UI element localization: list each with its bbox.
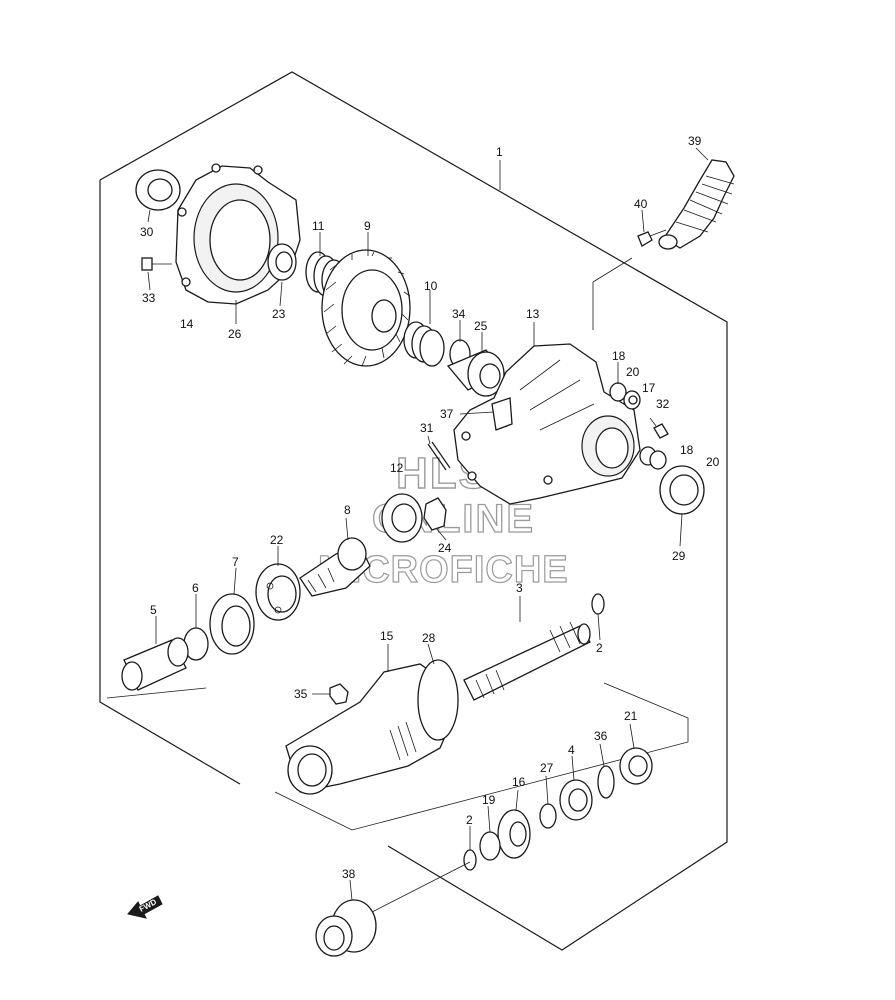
washer-part-27[interactable] [539, 803, 557, 829]
callout-13: 13 [526, 307, 540, 321]
callout-4: 4 [568, 743, 575, 757]
forward-arrow-icon: FWD [127, 895, 163, 919]
circlip-part-36[interactable] [597, 765, 615, 799]
callout-8: 8 [344, 503, 351, 517]
bolt-part-33[interactable] [141, 257, 172, 271]
bearing-part-25[interactable] [446, 349, 506, 397]
callout-39: 39 [688, 134, 702, 148]
leader-lines [147, 147, 709, 901]
callout-6: 6 [192, 581, 199, 595]
callout-23: 23 [272, 307, 286, 321]
callout-24: 24 [438, 541, 452, 555]
callout-10: 10 [424, 279, 438, 293]
screw-part-40[interactable] [637, 229, 667, 247]
callout-31: 31 [420, 421, 434, 435]
oil-seal-part-29[interactable] [659, 465, 705, 515]
callout-32: 32 [656, 397, 670, 411]
callout-30: 30 [140, 225, 154, 239]
callout-29: 29 [672, 549, 686, 563]
seal-part-17[interactable] [623, 390, 641, 410]
bearing-part-4[interactable] [559, 779, 593, 821]
sleeve-part-5[interactable] [121, 637, 189, 691]
boot-part-39[interactable] [658, 159, 735, 250]
callout-16: 16 [512, 775, 526, 789]
callout-35: 35 [294, 687, 308, 701]
ring-gear-part-9[interactable] [321, 249, 411, 367]
callout-1: 1 [496, 145, 503, 159]
callout-27: 27 [540, 761, 554, 775]
callout-25: 25 [474, 319, 488, 333]
callout-20-lower: 20 [706, 455, 720, 469]
stud-part-31[interactable] [427, 441, 451, 471]
washer-part-12[interactable] [381, 493, 423, 543]
oil-seal-part-30[interactable] [135, 169, 181, 211]
callout-18-lower: 18 [680, 443, 694, 457]
oil-seal-part-21[interactable] [619, 747, 653, 785]
gasket-part-28[interactable] [417, 659, 459, 741]
callout-33: 33 [142, 291, 156, 305]
bearing-part-7[interactable] [209, 593, 255, 655]
boot-part-38[interactable] [315, 861, 471, 957]
callout-15: 15 [380, 629, 394, 643]
bearing-part-22[interactable] [255, 563, 301, 621]
assembly-boundary [99, 71, 728, 951]
callout-28: 28 [422, 631, 436, 645]
callout-36: 36 [594, 729, 608, 743]
pinion-gear-part-8[interactable] [299, 537, 371, 597]
callout-9: 9 [364, 219, 371, 233]
callout-12: 12 [390, 461, 404, 475]
callout-3: 3 [516, 581, 523, 595]
callout-38: 38 [342, 867, 356, 881]
bracket-part-37[interactable] [491, 397, 513, 431]
bolt-part-32[interactable] [653, 423, 669, 439]
coupling-part-16[interactable] [497, 809, 531, 859]
callout-37: 37 [440, 407, 454, 421]
callout-18-upper: 18 [612, 349, 626, 363]
callout-5: 5 [150, 603, 157, 617]
callout-labels: 1 39 40 30 11 9 33 14 26 23 10 34 25 13 … [140, 134, 720, 881]
callout-26: 26 [228, 327, 242, 341]
nut-part-24[interactable] [423, 497, 447, 531]
nut-part-35[interactable] [329, 683, 349, 705]
callout-19: 19 [482, 793, 496, 807]
callout-7: 7 [232, 555, 239, 569]
callout-34: 34 [452, 307, 466, 321]
washer-part-19[interactable] [479, 831, 501, 861]
callout-20-upper: 20 [626, 365, 640, 379]
gear-case-part-13[interactable] [453, 343, 641, 505]
callout-14: 14 [180, 317, 194, 331]
callout-2-lower: 2 [466, 813, 473, 827]
housing-cover-part-26[interactable] [175, 163, 301, 305]
callout-11: 11 [312, 219, 325, 233]
bearing-part-23[interactable] [267, 243, 297, 281]
seal-part-18-lower[interactable] [639, 446, 667, 470]
circlip-part-2-lower[interactable] [463, 849, 477, 871]
callout-22: 22 [270, 533, 284, 547]
shim-part-10[interactable] [403, 321, 445, 367]
callout-40: 40 [634, 197, 648, 211]
shaft-part-3[interactable] [463, 621, 591, 701]
circlip-part-2-upper[interactable] [591, 593, 605, 615]
callout-21: 21 [624, 709, 638, 723]
callout-17: 17 [642, 381, 656, 395]
callout-2-upper: 2 [596, 641, 603, 655]
